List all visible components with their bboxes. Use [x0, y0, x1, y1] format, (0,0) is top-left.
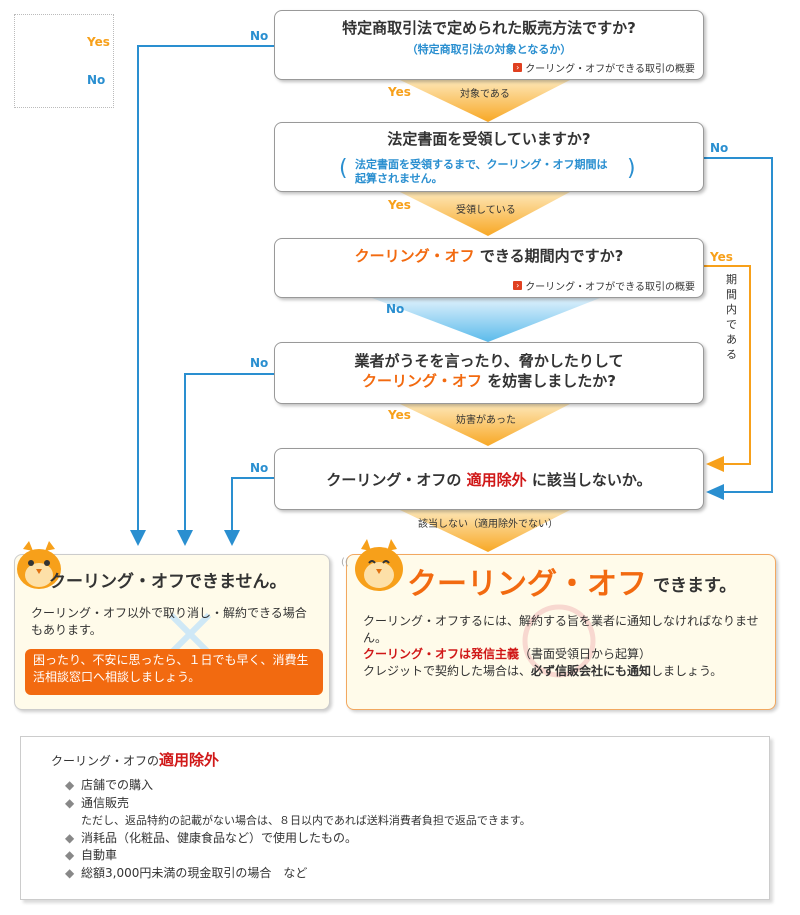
legend: Yes No [14, 14, 114, 108]
label-yes: Yes [388, 408, 411, 422]
line-q2-no [702, 157, 773, 493]
consultation-advice: 困ったり、不安に思ったら、１日でも早く、消費生活相談窓口へ相談しましょう。 [25, 649, 323, 695]
label-yes: Yes [388, 198, 411, 212]
funnel-label: 該当しない（適用除外でない） [418, 519, 558, 530]
svg-text:((: (( [341, 557, 349, 568]
list-item: ◆通信販売 [65, 795, 531, 813]
label-no: No [386, 302, 405, 316]
result-title-main: クーリング・オフ [407, 567, 647, 602]
result-body: クーリング・オフするには、解約する旨を業者に通知しなければなりません。 クーリン… [363, 614, 759, 678]
funnel-q4-yes [400, 404, 570, 446]
question-title: 法定書面を受領していますか? [387, 130, 591, 148]
funnel-q1-yes [400, 80, 570, 122]
mascot-sad-icon [17, 541, 61, 589]
list-item: ◆消耗品（化粧品、健康食品など）で使用したもの。 [65, 830, 531, 848]
funnel-label: 受領している [456, 205, 516, 216]
question-title: クーリング・オフの 適用除外 に該当しないか。 [326, 471, 652, 489]
transaction-overview-link[interactable]: ›クーリング・オフができる取引の概要 [513, 278, 695, 293]
legend-no-label: No [87, 73, 106, 87]
funnel-label: 妨害があった [456, 415, 516, 426]
paren-right: ) [627, 156, 636, 181]
mascot-happy-icon: (( [341, 539, 403, 591]
label-no: No [250, 461, 269, 475]
result-title: クーリング・オフできません。 [49, 572, 287, 592]
question-title: 業者がうそを言ったり、脅かしたりして クーリング・オフ を妨害しましたか? [354, 352, 624, 390]
question-obstruction: 業者がうそを言ったり、脅かしたりして クーリング・オフ を妨害しましたか? [274, 342, 704, 404]
label-yes: Yes [710, 250, 733, 264]
result-title-suffix: できます。 [653, 576, 737, 596]
label-no: No [250, 29, 269, 43]
result-can-cooling-off: (( クーリング・オフ できます。 クーリング・オフするには、解約する旨を業者に… [341, 539, 776, 710]
legend-yes-label: Yes [87, 35, 110, 49]
funnel-q5-yes [400, 510, 570, 552]
exclusions-title: クーリング・オフの適用除外 [51, 751, 220, 769]
result-body: クーリング・オフ以外で取り消し・解約できる場合もあります。 [31, 606, 307, 637]
result-cannot-cooling-off: クーリング・オフできません。 クーリング・オフ以外で取り消し・解約できる場合もあ… [14, 541, 330, 710]
funnel-q2-yes [400, 192, 570, 236]
label-no: No [710, 141, 729, 155]
question-title: クーリング・オフ できる期間内ですか? [354, 247, 624, 265]
funnel-label: 対象である [460, 89, 510, 100]
diamond-icon: ◆ [65, 795, 75, 810]
diamond-icon: ◆ [65, 778, 75, 792]
exclusions-panel: クーリング・オフの適用除外 ◆店舗での購入 ◆通信販売 ただし、返品特約の記載が… [20, 736, 770, 900]
line-q5-no [231, 477, 274, 538]
list-item: ◆総額3,000円未満の現金取引の場合 など [65, 865, 531, 883]
cross-mark-icon [168, 612, 212, 656]
paren-left: ( [339, 156, 348, 181]
question-sales-method: 特定商取引法で定められた販売方法ですか? （特定商取引法の対象となるか） ›クー… [274, 10, 704, 80]
list-item: ◆自動車 [65, 847, 531, 865]
list-item: ◆店舗での購入 [65, 777, 531, 795]
circle-mark-icon [522, 604, 596, 678]
funnel-q3-no [372, 298, 600, 342]
question-legal-document: 法定書面を受領していますか? ( 法定書面を受領するまで、クーリング・オフ期間は… [274, 122, 704, 192]
question-subtitle: （特定商取引法の対象となるか） [406, 43, 572, 56]
question-subtitle: 法定書面を受領するまで、クーリング・オフ期間は起算されません。 [355, 158, 608, 185]
within-period-label: 期間内である [726, 273, 737, 361]
transaction-overview-link[interactable]: ›クーリング・オフができる取引の概要 [513, 60, 695, 75]
question-exclusion: クーリング・オフの 適用除外 に該当しないか。 [274, 448, 704, 510]
line-q1-no [137, 45, 274, 538]
arrow-icon: › [513, 281, 523, 290]
label-yes: Yes [388, 85, 411, 99]
arrow-icon: › [513, 63, 523, 72]
question-title: 特定商取引法で定められた販売方法ですか? [342, 19, 636, 37]
list-item-note: ただし、返品特約の記載がない場合は、８日以内であれば送料消費者負担で返品できます… [81, 814, 531, 828]
diamond-icon: ◆ [65, 865, 75, 880]
label-no: No [250, 356, 269, 370]
question-cooling-off-period: クーリング・オフ できる期間内ですか? ›クーリング・オフができる取引の概要 [274, 238, 704, 298]
exclusions-list: ◆店舗での購入 ◆通信販売 ただし、返品特約の記載がない場合は、８日以内であれば… [65, 777, 531, 883]
diamond-icon: ◆ [65, 848, 75, 863]
line-q3-yes [702, 265, 751, 465]
line-q4-no [184, 373, 274, 538]
diamond-icon: ◆ [65, 830, 75, 845]
